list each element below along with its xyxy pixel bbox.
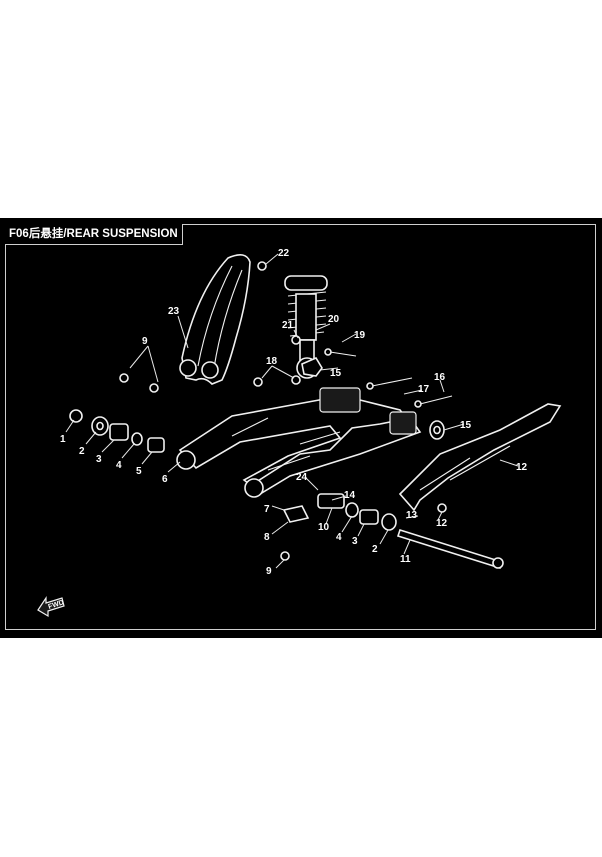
callout-4: 4 <box>116 460 122 471</box>
swing-arm <box>176 387 422 498</box>
callout-24: 24 <box>296 472 308 483</box>
callout-14: 14 <box>344 490 356 501</box>
callout-labels: 1 2 3 4 5 6 7 8 9 9 10 4 3 2 11 12 12 13… <box>60 248 528 577</box>
exploded-parts-diagram: 1 2 3 4 5 6 7 8 9 9 10 4 3 2 11 12 12 13… <box>37 248 562 618</box>
callout-12-upper: 12 <box>516 462 528 473</box>
callout-9-top: 9 <box>142 336 148 347</box>
callout-15-upper: 15 <box>330 368 342 379</box>
callout-4-right: 4 <box>336 532 342 543</box>
callout-2-right: 2 <box>372 544 378 555</box>
callout-20: 20 <box>328 314 340 325</box>
callout-17: 17 <box>418 384 430 395</box>
diagram-panel: F06后悬挂/REAR SUSPENSION <box>0 218 602 638</box>
rear-fender <box>179 254 251 385</box>
callout-3: 3 <box>96 454 102 465</box>
callout-23: 23 <box>168 306 180 317</box>
callout-2: 2 <box>79 446 85 457</box>
callout-10: 10 <box>318 522 330 533</box>
bolts <box>324 348 453 408</box>
callout-11: 11 <box>400 554 411 565</box>
callout-6: 6 <box>162 474 168 485</box>
callout-5: 5 <box>136 466 142 477</box>
rear-axle <box>396 529 504 569</box>
callout-8: 8 <box>264 532 270 543</box>
diagram-title: F06后悬挂/REAR SUSPENSION <box>5 224 183 245</box>
fwd-label: FWD <box>47 599 64 611</box>
callout-12-lower: 12 <box>436 518 448 529</box>
callout-19: 19 <box>354 330 366 341</box>
callout-9-bottom: 9 <box>266 566 272 577</box>
callout-3-right: 3 <box>352 536 358 547</box>
callout-18: 18 <box>266 356 278 367</box>
callout-1: 1 <box>60 434 66 445</box>
callout-16: 16 <box>434 372 446 383</box>
callout-22: 22 <box>278 248 290 259</box>
pivot-hardware-left <box>69 409 165 453</box>
diagram-frame <box>5 224 596 630</box>
leader-lines <box>65 253 519 569</box>
callout-13: 13 <box>406 510 418 521</box>
forward-direction-arrow: FWD <box>37 596 65 618</box>
callout-21: 21 <box>282 320 294 331</box>
callout-15-right: 15 <box>460 420 472 431</box>
callout-7: 7 <box>264 504 270 515</box>
chain-guard <box>398 403 562 512</box>
